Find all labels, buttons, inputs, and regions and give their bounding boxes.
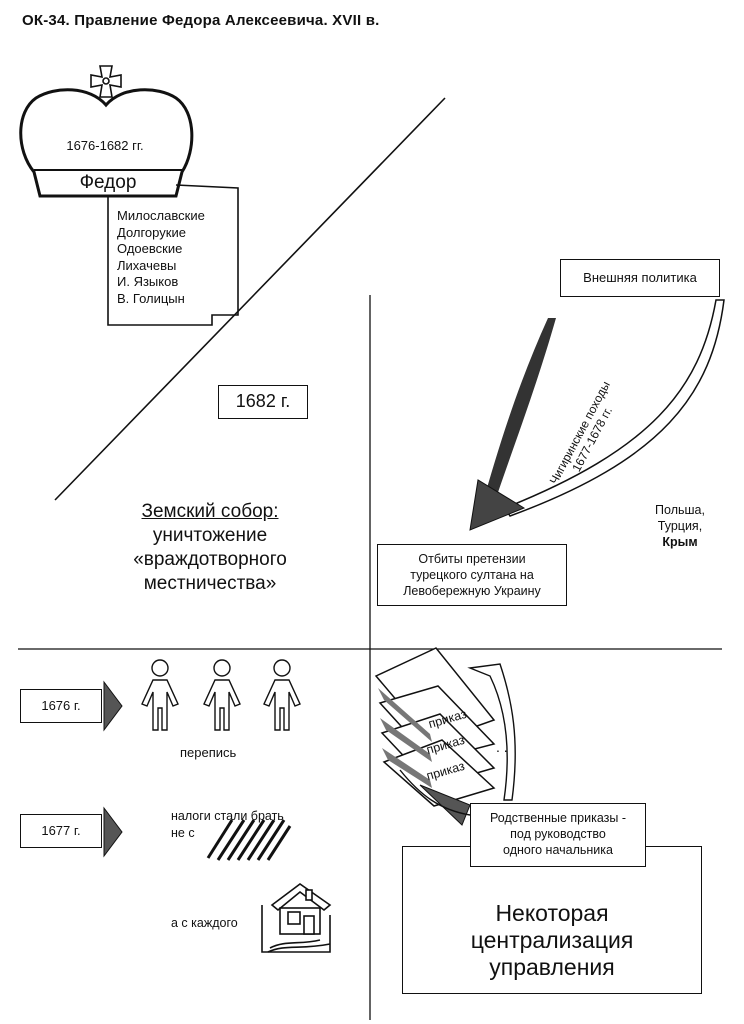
prikaz-sheets [374,647,496,807]
people-icon [141,659,301,731]
rival-crimea: Крым [662,535,698,549]
zemsky-heading: Земский собор: [141,501,279,522]
reign-years: 1676-1682 гг. [66,138,144,153]
prikaz-arrow [399,663,516,826]
arrow-1676-icon [103,680,123,732]
crown-icon [19,65,194,198]
centralization-line: управления [489,954,615,980]
zemsky-sobor-text: Земский собор: уничтожение «враждотворно… [100,500,320,596]
rival-poland: Польша, [655,503,705,517]
centralization-text: Некоторая централизация управления [402,900,702,981]
zemsky-line: «враждотворного [133,549,287,570]
zemsky-line: уничтожение [152,525,268,546]
diagonal-divider [54,97,446,501]
tax-line: не с [171,826,195,840]
land-hatch-icon [206,819,292,861]
related-line: Родственные приказы - [489,811,626,825]
clan-item: Одоевские [117,241,183,256]
rivals-text: Польша, Турция, Крым [630,502,730,550]
year-1682-box: 1682 г. [218,385,308,419]
rival-turkey: Турция, [657,519,703,533]
repelled-line: Левобережную Украину [403,584,541,598]
centralization-box [402,846,702,994]
tax-line: налоги стали брать [171,809,284,823]
campaign-arrow [469,299,725,531]
year-1676-box: 1676 г. [20,689,102,723]
page-title: ОК-34. Правление Федора Алексеевича. XVI… [22,12,380,29]
year-1677-box: 1677 г. [20,814,102,848]
repelled-claims-box: Отбиты претензии турецкого султана на Ле… [377,544,567,606]
tax-text: налоги стали брать не с [171,808,284,842]
clan-item: Милославские [117,208,205,223]
repelled-line: турецкого султана на [410,568,534,582]
centralization-line: централизация [470,927,634,953]
census-label: перепись [180,745,237,760]
related-line: одного начальника [503,843,613,857]
foreign-policy-box: Внешняя политика [560,259,720,297]
clan-item: Долгорукие [117,224,186,240]
related-line: под руководство [510,827,606,841]
clan-frame [107,184,239,326]
clan-item: И. Языков [117,274,179,289]
centralization-line: Некоторая [495,900,609,926]
house-icon [261,883,332,953]
zemsky-line: местничества» [143,573,277,594]
tax-each-household: а с каждого [171,916,238,930]
arrow-1677-icon [103,806,123,858]
clan-list: Милославские Долгорукие Одоевские Лихаче… [117,208,205,307]
repelled-line: Отбиты претензии [418,552,526,566]
tsar-name: Федор [79,172,137,193]
clan-item: В. Голицын [117,290,185,306]
related-prikazy-box: Родственные приказы - под руководство од… [470,803,646,867]
clan-item: Лихачевы [117,257,177,273]
